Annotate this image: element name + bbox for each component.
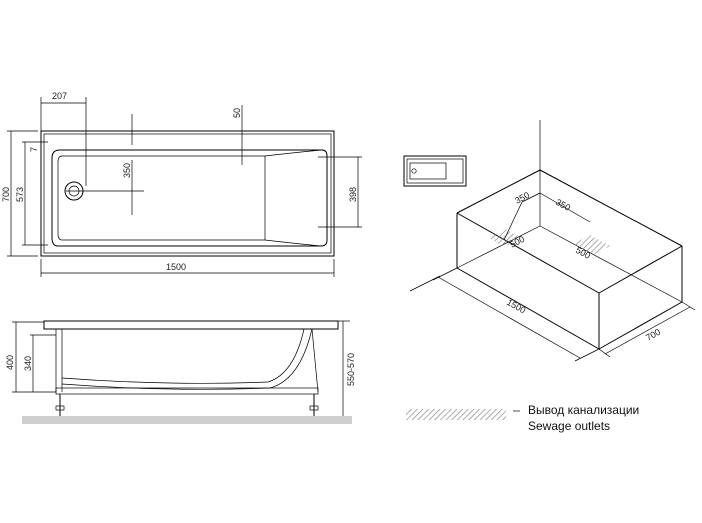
floor: [22, 416, 352, 424]
iso-dim-1500: 1500: [505, 297, 527, 315]
side-basin-profile: [61, 328, 313, 390]
iso-ext-700-a: [598, 348, 611, 358]
box-top-back-left: [456, 169, 541, 214]
iso-ext-700-b: [681, 301, 696, 311]
tub-outer-rim: [40, 130, 335, 257]
dim-700: 700: [1, 187, 11, 202]
legend: Вывод канализации Sewage outlets: [406, 403, 639, 433]
dim-398: 398: [348, 187, 358, 202]
iso-dim-700: 700: [644, 327, 662, 343]
dim-340: 340: [23, 356, 33, 371]
tub-basin: [51, 149, 328, 247]
box-bottom-front-right: [598, 301, 683, 350]
mini-tub-thumb: [403, 155, 467, 187]
mini-tub-basin: [409, 162, 447, 180]
iso-dim-line-700: [604, 306, 691, 355]
dim-550-570: 550-570: [346, 353, 356, 386]
box-top-front-right: [598, 245, 683, 294]
tub-slope: [264, 149, 323, 247]
box-hidden-right: [539, 225, 683, 303]
dim-400: 400: [5, 355, 15, 370]
iso-dim-line-1500: [437, 276, 581, 359]
box-top-front-left: [456, 212, 600, 294]
side-base-frame: [55, 387, 319, 395]
iso-ext-1500-a: [432, 267, 458, 281]
dim-350-drain: 350: [122, 163, 132, 178]
legend-hatch-swatch: [406, 409, 506, 420]
foot-right: [309, 405, 319, 411]
iso-view: 350 350 500 500 1500 700: [403, 120, 696, 362]
dim-7: 7: [29, 147, 39, 152]
legend-label-ru: Вывод канализации: [528, 403, 639, 417]
tub-inner-rim: [43, 133, 332, 254]
iso-dim-350-a: 350: [513, 190, 531, 206]
legend-label-en: Sewage outlets: [528, 419, 610, 433]
iso-leader-a: [503, 201, 523, 241]
iso-ext-1500-b: [574, 348, 600, 362]
dim-207: 207: [52, 91, 67, 101]
box-top-back-right: [539, 169, 683, 247]
box-bottom-front-left: [456, 267, 600, 350]
iso-leader-a2: [521, 192, 541, 203]
side-basin-inner: [61, 328, 305, 384]
dim-1500: 1500: [166, 262, 186, 272]
iso-dim-350-b: 350: [554, 197, 572, 213]
mini-drain-icon: [411, 168, 417, 174]
side-view: 400 340 550-570: [5, 320, 356, 424]
mini-tub-rim: [406, 158, 464, 184]
iso-leader-left: [409, 275, 441, 292]
top-view: 207 50 700 573 7 350 398 1500: [1, 91, 362, 277]
outlet-hatch-right: [573, 235, 610, 255]
dim-573: 573: [15, 187, 25, 202]
box-hidden-left: [456, 225, 541, 269]
side-right-wall: [311, 328, 319, 393]
foot-left: [55, 405, 65, 411]
dim-50: 50: [232, 108, 242, 118]
iso-leader-b: [539, 192, 591, 223]
side-rim: [43, 320, 339, 330]
tub-bottom: [57, 155, 266, 241]
